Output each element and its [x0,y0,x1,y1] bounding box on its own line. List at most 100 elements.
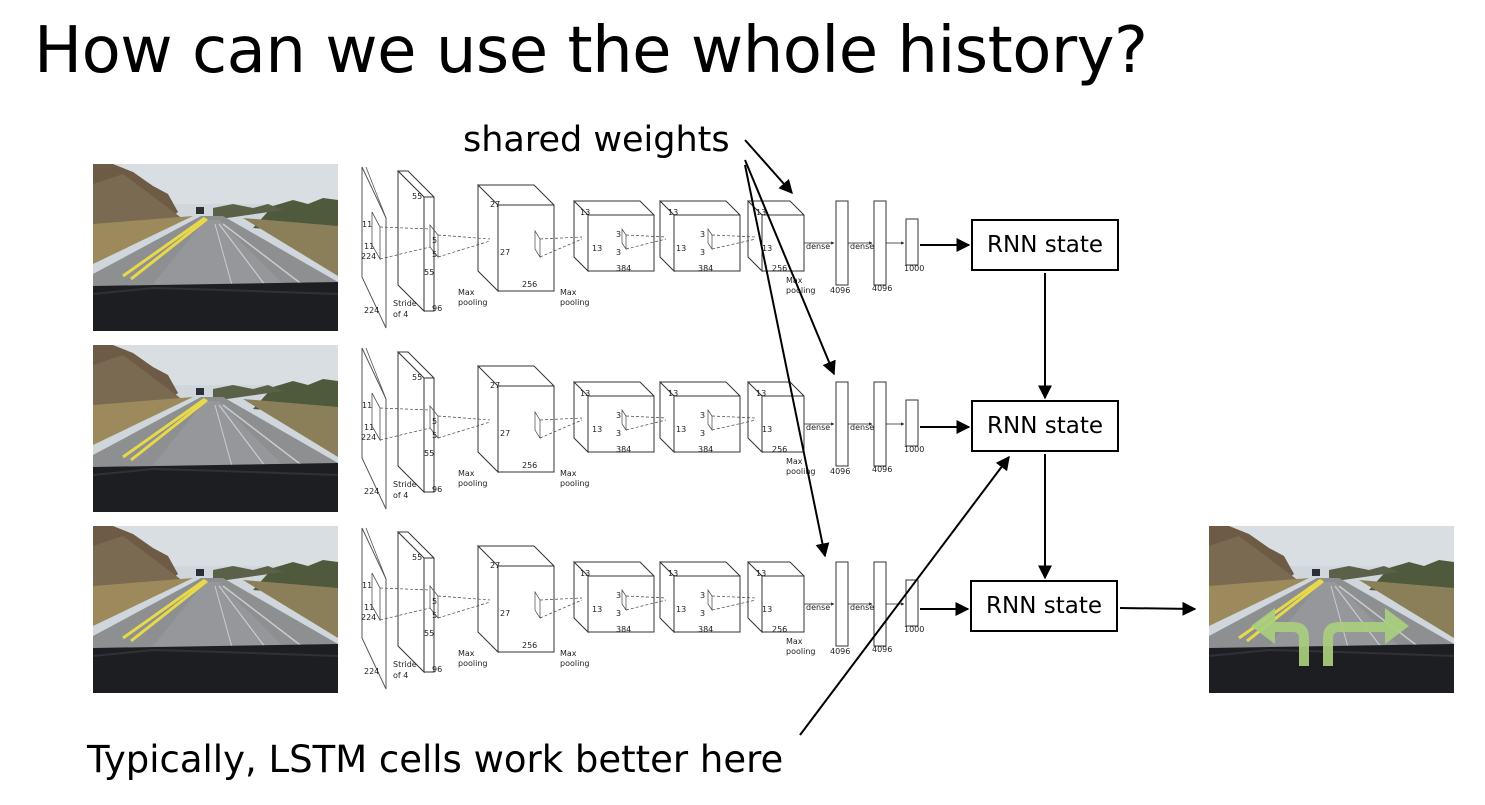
cnn-label: Max [560,469,577,478]
cnn-label: of 4 [393,310,408,319]
cnn-label: 4096 [830,467,850,476]
cnn-label: 4096 [872,645,892,654]
cnn-label: 256 [772,625,787,634]
cnn-label: 224 [361,433,376,442]
cnn-label: 55 [424,449,434,458]
cnn-label: 256 [522,280,537,289]
cnn-label: 384 [616,625,631,634]
cnn-label: 55 [412,553,422,562]
cnn-label: dense [850,423,874,432]
cnn-diagram-2: 11 11 224 224 55 5 5 55 Stride of 4 96 2… [361,348,924,509]
cnn-label: 1000 [904,445,924,454]
cnn-label: 55 [424,268,434,277]
cnn-label: pooling [786,647,815,656]
cnn-label: 3 [700,411,705,420]
rnn-state-box-1: RNN state [971,219,1119,271]
cnn-label: 13 [762,605,772,614]
shared-weights-arrow-1 [744,139,793,195]
cnn-label: 5 [432,431,437,440]
cnn-label: 11 [362,220,372,229]
cnn-label: 384 [616,445,631,454]
cnn-label: 256 [522,641,537,650]
cnn-label: Max [786,637,803,646]
cnn-label: 13 [676,425,686,434]
cnn-label: 4096 [830,286,850,295]
cnn-label: 13 [592,425,602,434]
cnn-label: 256 [772,264,787,273]
turn-arrows-icon [1251,608,1409,666]
cnn-label: 55 [424,629,434,638]
cnn-label: 13 [756,208,766,217]
shared-weights-label: shared weights [463,120,730,160]
cnn-label: 27 [490,200,500,209]
cnn-label: 3 [616,591,621,600]
cnn-label: 13 [668,208,678,217]
cnn-label: 3 [700,230,705,239]
cnn-label: 13 [762,244,772,253]
cnn-label: 13 [580,569,590,578]
cnn-label: pooling [560,659,589,668]
cnn-label: 27 [490,561,500,570]
cnn-label: 3 [700,609,705,618]
cnn-label: 27 [500,609,510,618]
cnn-label: Stride [393,480,417,489]
cnn-label: Max [458,469,475,478]
cnn-label: 96 [432,304,442,313]
cnn-label: 13 [592,605,602,614]
cnn-label: 55 [412,192,422,201]
road-photo-with-turn-arrows-icon [1209,526,1454,693]
cnn-label: 4096 [872,284,892,293]
cnn-label: 5 [432,597,437,606]
cnn-label: 5 [432,611,437,620]
cnn-label: 13 [580,389,590,398]
lstm-callout-arrow [799,455,1010,736]
output-frame [1209,526,1454,693]
cnn-label: 3 [616,609,621,618]
cnn-label: 11 [362,401,372,410]
cnn-label: pooling [560,479,589,488]
cnn-label: 3 [700,248,705,257]
cnn-label: 3 [700,591,705,600]
cnn-diagram-3: 11 11 224 224 55 5 5 55 Stride of 4 96 2… [361,528,924,689]
cnn-label: 3 [700,429,705,438]
cnn-label: 384 [616,264,631,273]
cnn-label: 11 [364,423,374,432]
cnn-label: 27 [490,381,500,390]
cnn-label: dense [806,603,830,612]
cnn-label: 256 [772,445,787,454]
cnn-label: 384 [698,445,713,454]
cnn-label: 224 [364,667,379,676]
cnn-label: 4096 [872,465,892,474]
cnn-label: Stride [393,299,417,308]
lstm-note-label: Typically, LSTM cells work better here [87,738,784,781]
cnn-label: 13 [762,425,772,434]
cnn-label: pooling [786,467,815,476]
cnn-label: Max [458,649,475,658]
cnn-label: dense [850,603,874,612]
cnn-label: 5 [432,250,437,259]
cnn-label: 5 [432,417,437,426]
cnn-label: Max [560,288,577,297]
cnn-label: 13 [668,569,678,578]
cnn-label: Max [560,649,577,658]
cnn-diagram-1: 11 11 224 224 55 5 5 55 Stride of 4 96 2… [361,167,924,328]
cnn-label: 384 [698,625,713,634]
cnn-label: 224 [361,252,376,261]
cnn-label: 4096 [830,647,850,656]
cnn-label: 224 [364,487,379,496]
cnn-label: pooling [458,298,487,307]
cnn-label: 3 [616,230,621,239]
cnn-label: 3 [616,411,621,420]
cnn-label: pooling [458,479,487,488]
cnn-label: 5 [432,236,437,245]
shared-weights-arrow-3 [744,164,830,558]
cnn-label: Max [786,457,803,466]
cnn-label: 55 [412,373,422,382]
cnn-label: 3 [616,248,621,257]
cnn-label: of 4 [393,671,408,680]
cnn-label: 13 [676,244,686,253]
cnn-label: pooling [786,286,815,295]
cnn-label: of 4 [393,491,408,500]
cnn-label: pooling [458,659,487,668]
